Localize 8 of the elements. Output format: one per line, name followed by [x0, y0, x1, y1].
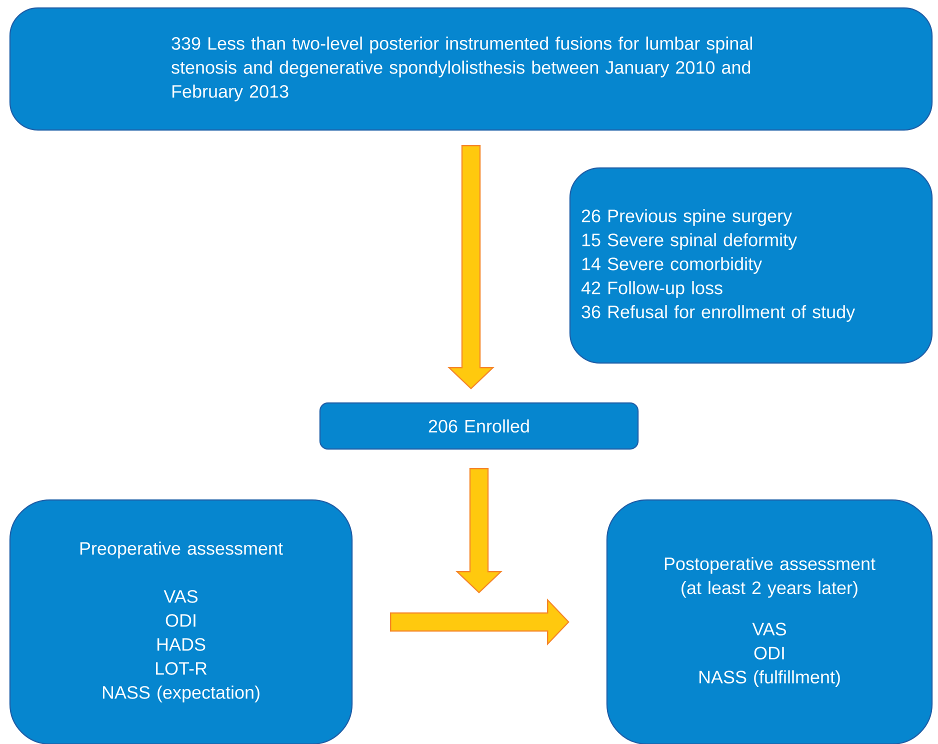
info-box: 339 Less than two-level posterior instrumented fusions for lumbar spinal stenosis and degenerative spondylolisthesis between January 2010 and February 2013: [9, 7, 933, 131]
info-box: 26 Previous spine surgery 15 Severe spinal deformity 14 Severe comorbidity 42 Follow-up loss 36 Refusal for enrollment of study: [569, 167, 933, 364]
arrow: [448, 145, 494, 390]
info-box: 206 Enrolled: [319, 402, 639, 450]
arrow: [390, 598, 570, 646]
arrow: [456, 468, 502, 594]
info-box: Postoperative assessment (at least 2 years later) VAS ODI NASS (fulfillment): [606, 499, 933, 744]
info-box: Preoperative assessment VAS ODI HADS LOT-R NASS (expectation): [9, 499, 353, 744]
